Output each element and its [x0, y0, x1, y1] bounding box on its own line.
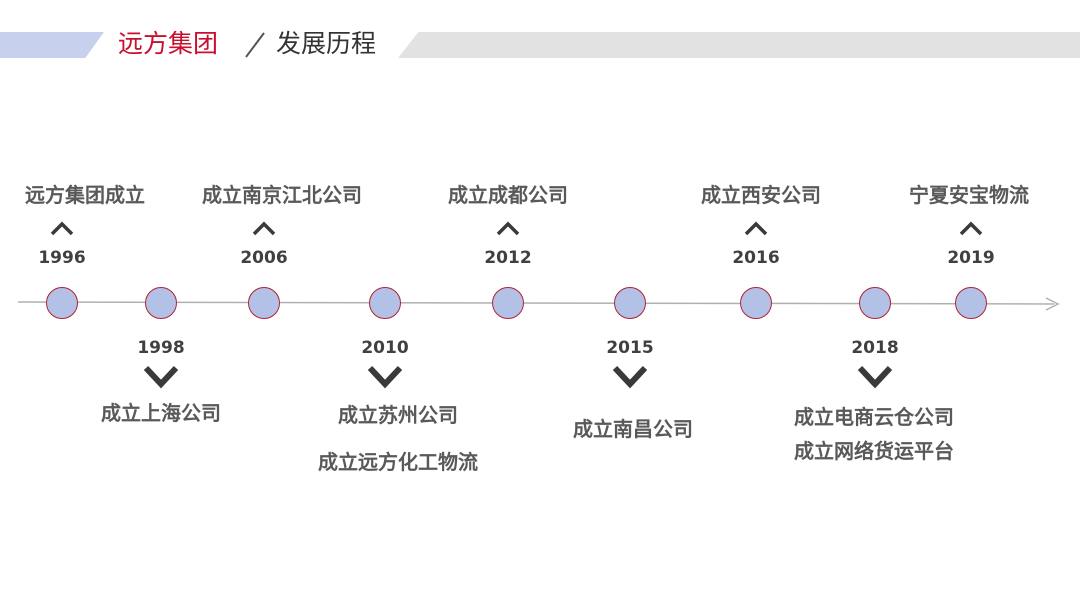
- event-description: 成立西安公司: [701, 183, 821, 207]
- timeline-node: [740, 287, 772, 319]
- event-description: 成立南昌公司: [573, 417, 693, 441]
- chevron-up-icon: [252, 221, 276, 236]
- event-description: 成立远方化工物流: [318, 450, 478, 474]
- timeline-node: [369, 287, 401, 319]
- chevron-down-icon: [143, 365, 179, 389]
- event-year: 1998: [137, 338, 185, 358]
- timeline-node: [248, 287, 280, 319]
- timeline-arrowhead-icon: [1045, 297, 1060, 311]
- header-right-band: [398, 32, 1080, 58]
- timeline-node: [46, 287, 78, 319]
- event-description: 成立苏州公司: [338, 403, 458, 427]
- event-year: 2015: [606, 338, 654, 358]
- chevron-up-icon: [959, 221, 983, 236]
- header-left-band: [0, 32, 104, 58]
- event-year: 2016: [732, 248, 780, 268]
- event-year: 2010: [361, 338, 409, 358]
- timeline-node: [955, 287, 987, 319]
- event-description: 远方集团成立: [25, 183, 145, 207]
- chevron-down-icon: [367, 365, 403, 389]
- chevron-up-icon: [50, 221, 74, 236]
- event-description: 成立网络货运平台: [794, 439, 954, 463]
- title-divider-slash: [245, 32, 265, 58]
- event-year: 1996: [38, 248, 86, 268]
- event-description: 宁夏安宝物流: [909, 183, 1029, 207]
- event-description: 成立南京江北公司: [202, 183, 362, 207]
- chevron-up-icon: [744, 221, 768, 236]
- chevron-down-icon: [612, 365, 648, 389]
- event-description: 成立电商云仓公司: [794, 405, 954, 429]
- page-title: 远方集团: [118, 29, 219, 58]
- timeline-node: [145, 287, 177, 319]
- event-year: 2006: [240, 248, 288, 268]
- page-subtitle: 发展历程: [276, 29, 377, 58]
- event-year: 2018: [851, 338, 899, 358]
- timeline-node: [614, 287, 646, 319]
- event-year: 2012: [484, 248, 532, 268]
- chevron-up-icon: [496, 221, 520, 236]
- event-year: 2019: [947, 248, 995, 268]
- event-description: 成立成都公司: [448, 183, 568, 207]
- event-description: 成立上海公司: [101, 401, 221, 425]
- timeline-node: [492, 287, 524, 319]
- timeline-node: [859, 287, 891, 319]
- chevron-down-icon: [857, 365, 893, 389]
